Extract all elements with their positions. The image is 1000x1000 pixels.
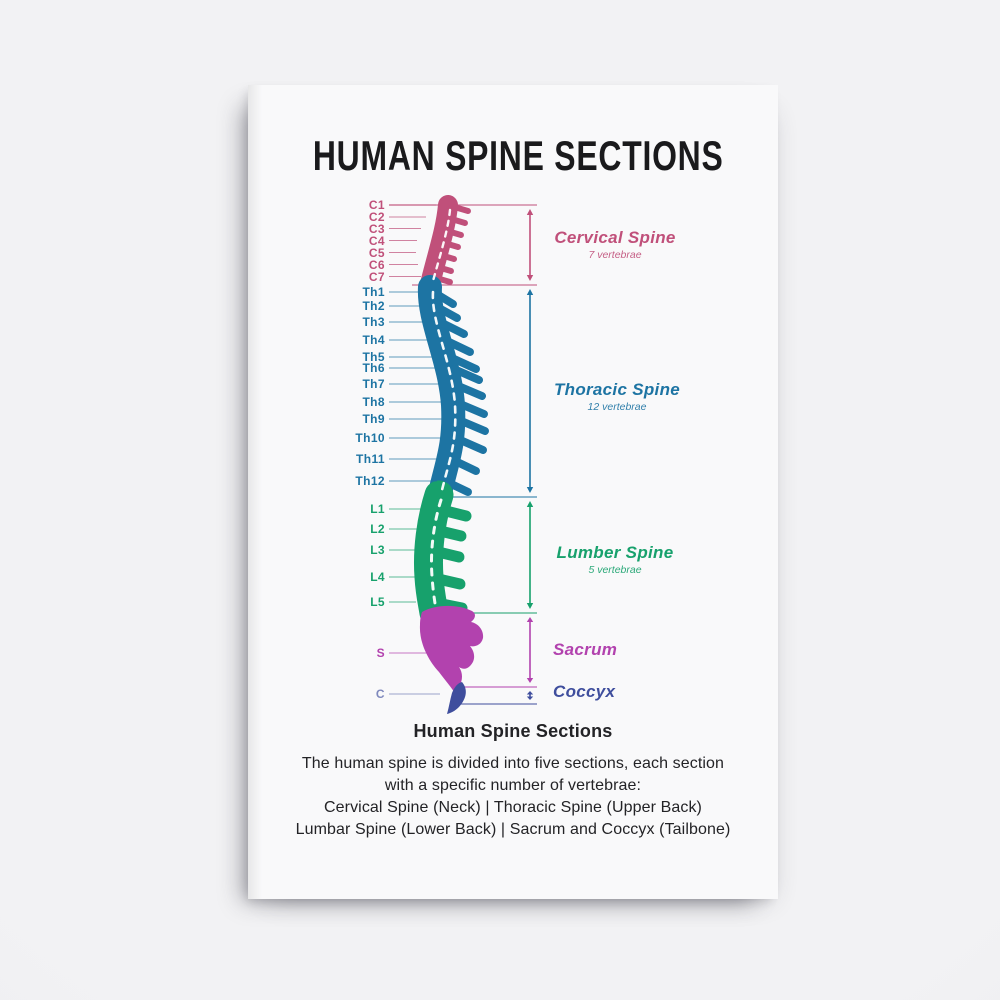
spinous-process [448,203,471,214]
spinous-process [445,215,468,226]
spinous-process [430,524,467,542]
arrowhead-up [526,501,534,507]
arrowhead-down [526,696,534,700]
spinous-process [443,337,474,356]
measure-arrows [526,209,534,700]
spinous-process [454,435,487,454]
measure-arrow-thoracic [526,289,534,493]
arrowhead-down [526,603,534,609]
spine-graphic [414,195,489,714]
arrowhead-down [526,678,534,683]
spinous-process [454,399,488,418]
measure-arrow-cervical [526,209,534,281]
sacrum-graphic [419,605,484,696]
spinous-process [436,504,472,522]
spinous-process [428,545,465,563]
arrowhead-down [526,275,534,281]
arrowhead-up [526,289,534,295]
spinous-process [449,456,480,475]
spinous-process [428,572,466,590]
coccyx-graphic [447,682,466,714]
spinal-cord-dash-thoracic [431,290,457,492]
spinous-process [431,289,457,308]
arrowhead-down [526,487,534,493]
spinous-process [443,478,472,496]
arrowhead-up [526,617,534,622]
spinous-process [455,416,489,435]
arrowhead-up [526,209,534,215]
measure-arrow-lumbar [526,501,534,609]
spinal-cord-dash-lumbar [430,498,443,612]
poster-canvas [248,85,778,899]
measure-arrow-sacrum [526,617,534,683]
spinal-cord-dash-cervical [431,208,452,283]
arrowhead-up [526,691,534,695]
spinous-process [450,365,483,384]
measure-arrow-coccyx [526,691,534,700]
spinous-process [438,319,468,338]
spinous-process [433,303,461,322]
leader-lines [389,204,445,695]
spinous-process [448,354,480,373]
spinous-process [452,381,486,400]
thoracic-spine-graphic [417,275,466,505]
